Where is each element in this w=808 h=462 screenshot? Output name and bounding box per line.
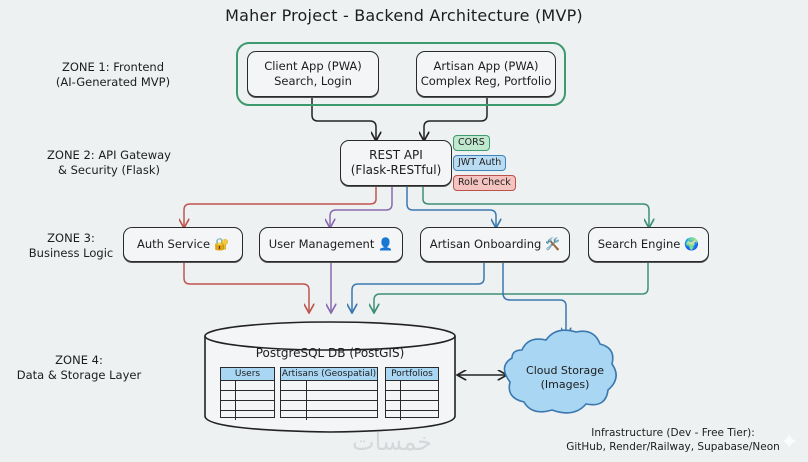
arrow-api-to-auth	[184, 186, 377, 227]
artisan-onboarding-node[interactable]: Artisan Onboarding 🛠️	[420, 227, 570, 262]
arrow-search-to-db	[374, 262, 649, 312]
cloud-storage-subtitle: (Images)	[540, 378, 590, 391]
client-app-title: Client App (PWA)	[264, 59, 362, 73]
artisan-app-title: Artisan App (PWA)	[433, 59, 539, 73]
role-check-badge: Role Check	[453, 175, 516, 191]
watermark: خمسات	[352, 428, 433, 456]
zone-2-label: ZONE 2: API Gateway & Security (Flask)	[14, 148, 204, 178]
artisan-onboarding-label: Artisan Onboarding	[429, 237, 542, 251]
table-row	[281, 411, 377, 420]
auth-service-label: Auth Service	[136, 237, 211, 251]
artisan-app-node[interactable]: Artisan App (PWA) Complex Reg, Portfolio	[416, 51, 556, 97]
rest-api-subtitle: (Flask-RESTful)	[350, 163, 442, 177]
auth-service-node[interactable]: Auth Service 🔐	[123, 227, 243, 262]
sparkle-icon: ✦	[780, 430, 799, 455]
arrow-onboarding-to-storage	[502, 262, 566, 336]
portfolios-table[interactable]: Portfolios	[385, 367, 439, 420]
zone-4-label: ZONE 4: Data & Storage Layer	[0, 353, 174, 383]
table-row	[221, 401, 274, 411]
user-management-label: User Management	[268, 237, 375, 251]
zone-3-title: ZONE 3:	[47, 231, 95, 245]
globe-icon: 🌍	[684, 237, 700, 251]
zone-4-title: ZONE 4:	[55, 353, 103, 367]
tools-icon: 🛠️	[545, 237, 561, 251]
lock-icon: 🔐	[214, 237, 230, 251]
user-icon: 👤	[378, 237, 394, 251]
cloud-storage-node[interactable]: Cloud Storage (Images)	[510, 364, 620, 392]
jwt-auth-badge: JWT Auth	[453, 155, 507, 171]
table-row	[386, 381, 438, 391]
table-row	[221, 411, 274, 420]
artisans-table[interactable]: Artisans (Geospatial)	[280, 367, 378, 420]
search-engine-label: Search Engine	[597, 237, 681, 251]
database-title: PostgreSQL DB (PostGIS)	[255, 346, 405, 360]
diagram-title: Maher Project - Backend Architecture (MV…	[225, 6, 583, 25]
table-row	[281, 381, 377, 391]
cloud-storage-title: Cloud Storage	[526, 364, 604, 377]
arrow-client-to-api	[311, 97, 376, 140]
users-table-header: Users	[221, 368, 274, 381]
zone-1-subtitle: (AI-Generated MVP)	[55, 75, 171, 89]
arrow-api-to-users	[330, 186, 393, 227]
zone-3-label: ZONE 3: Business Logic	[0, 231, 166, 261]
client-app-node[interactable]: Client App (PWA) Search, Login	[247, 51, 379, 97]
table-row	[221, 391, 274, 401]
cloud-storage-shape	[503, 329, 617, 414]
rest-api-node[interactable]: REST API (Flask-RESTful)	[340, 140, 452, 186]
table-row	[386, 401, 438, 411]
infrastructure-providers: GitHub, Render/Railway, Supabase/Neon	[566, 441, 780, 453]
arrow-onboarding-to-db	[352, 262, 485, 312]
cors-badge: CORS	[453, 135, 490, 151]
arrow-auth-to-db	[183, 262, 309, 312]
arrow-artisan-to-api	[424, 97, 488, 140]
users-table[interactable]: Users	[220, 367, 275, 420]
table-row	[221, 381, 274, 391]
search-engine-node[interactable]: Search Engine 🌍	[588, 227, 709, 262]
arrow-api-to-search	[422, 186, 649, 227]
table-row	[386, 391, 438, 401]
table-row	[281, 401, 377, 411]
table-row	[386, 411, 438, 420]
arrow-api-to-onboarding	[406, 186, 496, 227]
artisans-table-header: Artisans (Geospatial)	[281, 368, 377, 381]
portfolios-table-header: Portfolios	[386, 368, 438, 381]
client-app-subtitle: Search, Login	[274, 74, 352, 88]
infrastructure-note: Infrastructure (Dev - Free Tier): GitHub…	[548, 426, 798, 454]
user-management-node[interactable]: User Management 👤	[259, 227, 403, 262]
zone-2-subtitle: & Security (Flask)	[58, 163, 160, 177]
zone-4-subtitle: Data & Storage Layer	[16, 368, 142, 382]
table-row	[281, 391, 377, 401]
infrastructure-title: Infrastructure (Dev - Free Tier):	[591, 427, 755, 439]
zone-1-label: ZONE 1: Frontend (AI-Generated MVP)	[18, 60, 208, 90]
zone-1-title: ZONE 1: Frontend	[61, 60, 165, 74]
zone-3-subtitle: Business Logic	[28, 246, 114, 260]
frontend-group	[236, 42, 566, 106]
artisan-app-subtitle: Complex Reg, Portfolio	[420, 74, 552, 88]
zone-2-title: ZONE 2: API Gateway	[47, 148, 171, 162]
rest-api-title: REST API	[369, 148, 423, 162]
